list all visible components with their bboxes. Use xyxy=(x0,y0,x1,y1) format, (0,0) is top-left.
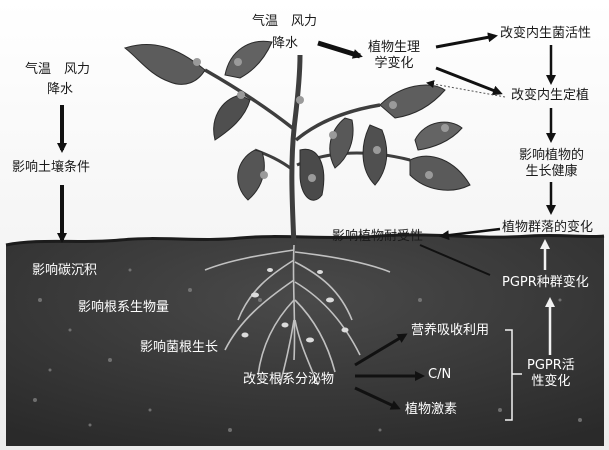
label-precip-left: 降水 xyxy=(47,82,73,98)
label-mycorrhiza: 影响菌根生长 xyxy=(140,340,218,356)
label-plant-growth-health: 影响植物的 生长健康 xyxy=(519,148,584,181)
label-climate-left: 气温 风力 xyxy=(25,62,90,78)
label-soil-conditions: 影响土壤条件 xyxy=(12,160,90,176)
label-climate-top: 气温 风力 xyxy=(252,14,317,30)
label-carbon-sink: 影响碳沉积 xyxy=(32,263,97,279)
label-cn: C/N xyxy=(428,367,451,383)
label-pgpr-population: PGPR种群变化 xyxy=(502,275,589,291)
label-nutrient-uptake: 营养吸收利用 xyxy=(411,323,489,339)
label-pgpr-activity: PGPR活 性变化 xyxy=(527,358,575,391)
label-plant-tolerance: 影响植物耐受性 xyxy=(332,229,423,245)
label-endophyte-colonization: 改变内生定植 xyxy=(511,88,589,104)
label-endophyte-activity: 改变内生菌活性 xyxy=(500,26,591,42)
label-precip-top: 降水 xyxy=(272,36,298,52)
label-plant-physiology: 植物生理 学变化 xyxy=(368,40,420,73)
label-root-exudates: 改变根系分泌物 xyxy=(243,372,334,388)
label-root-biomass: 影响根系生物量 xyxy=(78,300,169,316)
label-phytohormone: 植物激素 xyxy=(405,402,457,418)
label-community-change: 植物群落的变化 xyxy=(502,220,593,236)
